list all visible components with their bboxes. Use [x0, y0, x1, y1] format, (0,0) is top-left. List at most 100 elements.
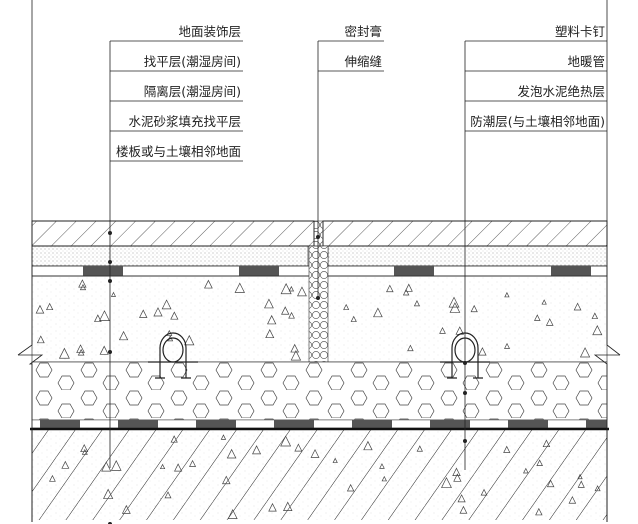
label-heating-pipe: 地暖管	[567, 54, 605, 69]
aggregate-mark	[80, 443, 89, 453]
aggregate-mark	[161, 299, 172, 310]
aggregate-mark	[79, 283, 87, 291]
aggregate-mark	[363, 440, 373, 451]
aggregate-mark	[379, 463, 385, 469]
aggregate-mark	[35, 304, 45, 314]
aggregate-mark	[267, 314, 277, 325]
aggregate-mark	[542, 439, 551, 448]
aggregate-mark	[189, 459, 197, 467]
leader-lines	[108, 40, 607, 524]
aggregate-mark	[101, 461, 112, 472]
aggregate-mark	[373, 307, 383, 318]
aggregate-mark	[288, 285, 295, 292]
aggregate-mark	[449, 302, 461, 313]
aggregate-mark	[568, 495, 577, 504]
expansion-joint	[308, 220, 329, 363]
aggregate-mark	[77, 348, 85, 356]
label-sealant: 密封膏	[344, 24, 382, 39]
aggregate-mark	[118, 330, 129, 341]
aggregate-mark	[103, 488, 114, 499]
aggregate-mark	[153, 307, 163, 317]
aggregate-mark	[541, 299, 547, 305]
aggregate-mark	[448, 296, 460, 308]
aggregate-mark	[577, 473, 583, 480]
barrier-block	[352, 420, 392, 428]
aggregate-mark	[110, 460, 122, 471]
aggregate-mark	[227, 508, 238, 519]
label-leveling: 找平层(潮湿房间)	[144, 54, 241, 69]
aggregate-mark	[310, 448, 320, 458]
label-insulation: 发泡水泥绝热层	[517, 84, 605, 99]
aggregate-mark	[386, 284, 394, 293]
aggregate-mark	[381, 475, 388, 482]
aggregate-mark	[121, 504, 131, 514]
aggregate-mark	[81, 448, 88, 455]
aggregate-mark	[294, 443, 303, 452]
aggregate-mark	[234, 282, 245, 293]
label-floor-finish: 地面装饰层	[178, 24, 241, 39]
aggregate-mark	[280, 283, 292, 295]
aggregate-mark	[220, 434, 227, 440]
label-slab: 楼板或与土壤相邻地面	[116, 144, 241, 159]
aggregate-mark	[536, 459, 543, 466]
aggregate-mark	[470, 304, 478, 313]
aggregate-mark	[280, 435, 292, 447]
aggregate-mark	[170, 311, 179, 320]
aggregate-mark	[523, 467, 529, 474]
aggregate-mark	[281, 306, 290, 315]
aggregate-mark	[222, 475, 231, 485]
break-line-symbols	[17, 0, 621, 522]
aggregate-mark	[99, 345, 109, 355]
aggregate-mark	[332, 457, 338, 463]
barrier-block	[40, 420, 80, 428]
aggregate-mark	[439, 326, 446, 334]
barrier-block	[274, 420, 314, 428]
aggregate-mark	[61, 460, 70, 469]
label-moisture-barrier: 防潮层(与土壤相邻地面)	[470, 114, 605, 129]
barrier-block	[118, 420, 158, 428]
aggregate-mark	[288, 311, 295, 319]
aggregate-mark	[407, 344, 414, 352]
aggregate-mark	[226, 448, 237, 459]
aggregate-mark	[459, 505, 468, 514]
slab-soil-layer	[31, 430, 608, 522]
label-plastic-clip: 塑料卡钉	[555, 24, 606, 39]
aggregate-mark	[416, 445, 423, 452]
aggregate-mark	[457, 494, 466, 503]
aggregate-mark	[579, 347, 591, 358]
labels: 地面装饰层 找平层(潮湿房间) 隔离层(潮湿房间) 水泥砂浆填充找平层 楼板或与…	[116, 24, 606, 159]
aggregate-mark	[480, 488, 488, 496]
aggregate-mark	[283, 501, 293, 511]
aggregate-mark	[504, 342, 511, 349]
aggregate-mark	[76, 344, 85, 353]
aggregate-mark	[546, 479, 555, 488]
aggregate-mark	[343, 303, 350, 310]
label-isolation: 隔离层(潮湿房间)	[144, 84, 241, 99]
aggregate-mark	[252, 445, 262, 455]
aggregate-mark	[535, 507, 543, 516]
aggregate-mark	[573, 302, 582, 311]
aggregate-mark	[594, 485, 601, 492]
aggregate-mark	[453, 473, 462, 482]
aggregate-mark	[49, 474, 56, 482]
aggregate-mark	[174, 463, 183, 472]
aggregate-mark	[350, 315, 357, 322]
aggregate-mark	[592, 325, 603, 336]
aggregate-mark	[591, 312, 599, 319]
aggregate-mark	[46, 302, 54, 311]
aggregate-mark	[268, 502, 277, 512]
aggregate-mark	[441, 476, 452, 488]
barrier-block	[508, 420, 548, 428]
barrier-block	[586, 420, 607, 428]
barrier-block	[430, 420, 470, 428]
aggregate-mark	[577, 480, 585, 488]
aggregate-mark	[94, 314, 102, 322]
aggregate-mark	[534, 314, 541, 321]
aggregate-mark	[204, 279, 213, 289]
aggregate-mark	[159, 463, 166, 470]
aggregate-mark	[164, 491, 172, 499]
foam-cement-insulation-layer	[31, 361, 608, 421]
aggregate-mark	[545, 318, 554, 326]
aggregate-mark	[36, 335, 45, 344]
aggregate-mark	[290, 343, 300, 353]
